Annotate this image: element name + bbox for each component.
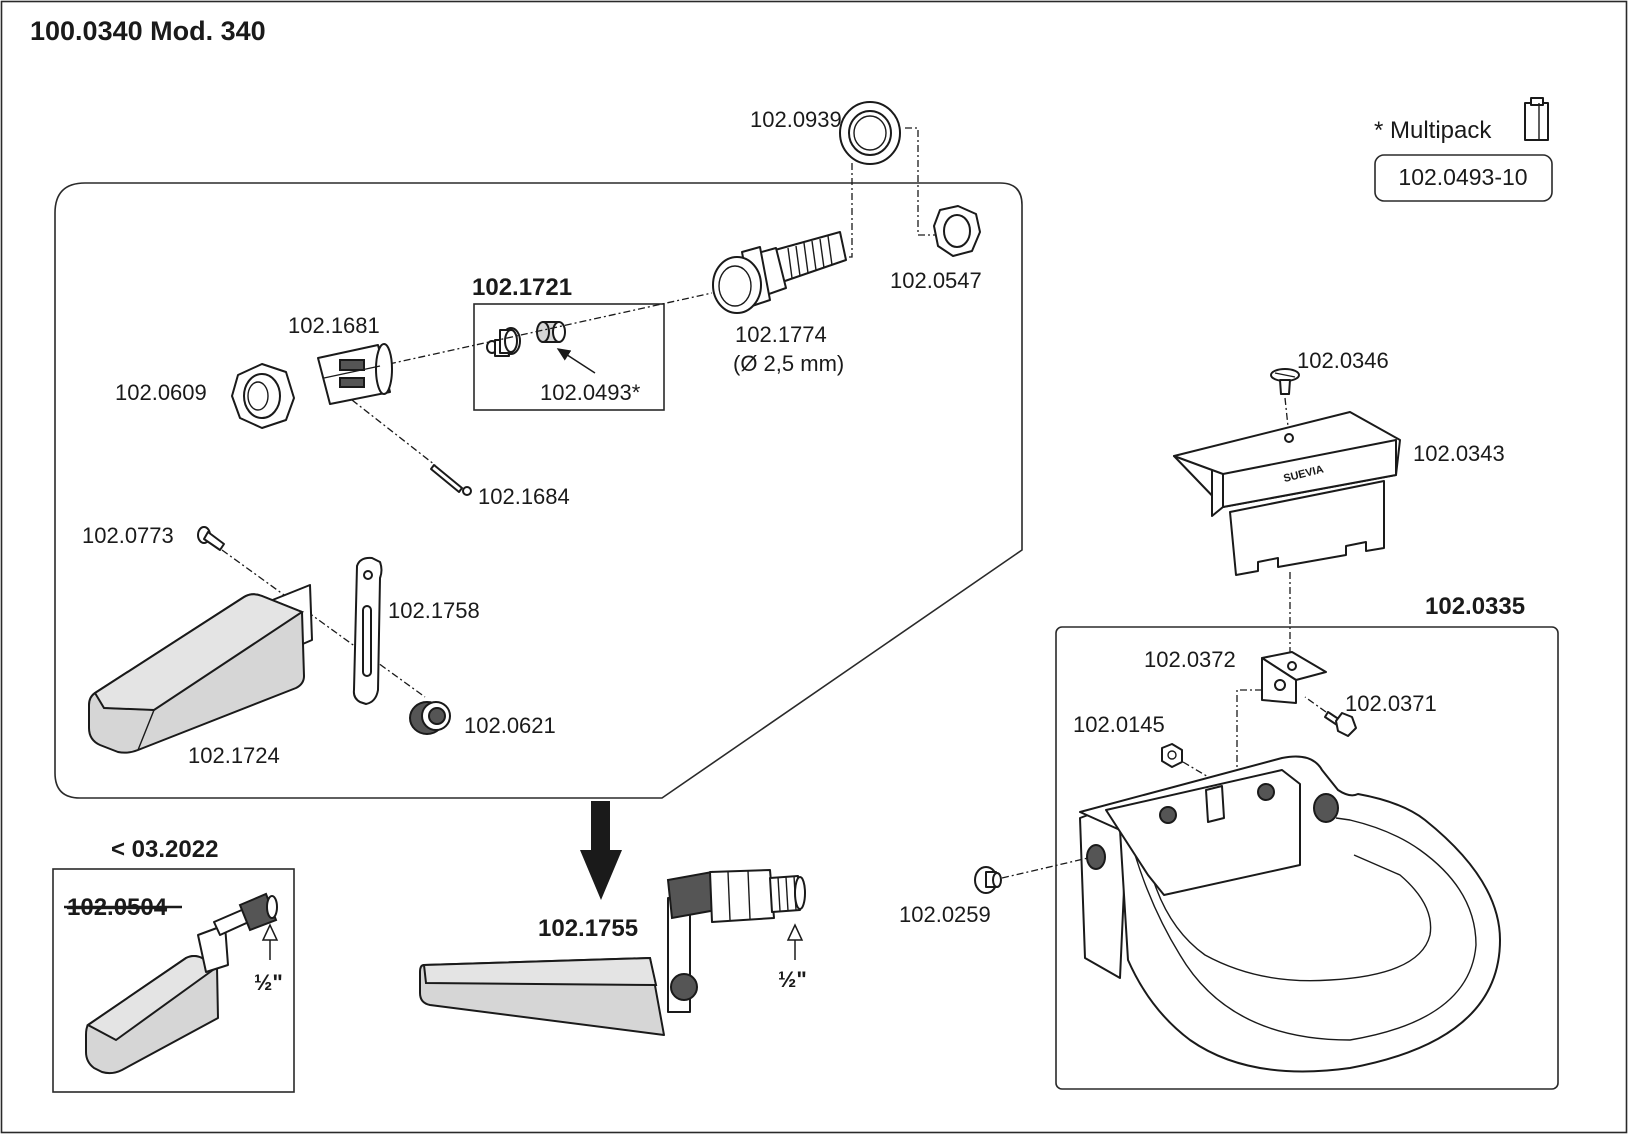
- float: [88, 584, 313, 754]
- old-float-valve: [85, 892, 278, 1075]
- label-valve-cage: 102.1681: [288, 313, 380, 338]
- label-threaded-body: 102.1774: [735, 322, 827, 347]
- hex-nut-left: [231, 363, 295, 429]
- label-valve-subgroup: 102.1721: [472, 274, 572, 301]
- old-thread-label: ½": [254, 970, 283, 995]
- bracket-bolt: [1324, 711, 1357, 737]
- label-bracket: 102.0372: [1144, 647, 1236, 672]
- multipack-legend: * Multipack 102.0493-10: [1374, 97, 1553, 202]
- valve-cage: [317, 343, 393, 405]
- leader-nut: [1182, 761, 1211, 779]
- label-plug: 102.0259: [899, 902, 991, 927]
- leader-gasket-body: [842, 163, 853, 258]
- multipack-code-box: [1374, 154, 1553, 202]
- bush: [409, 701, 451, 735]
- new-thread-label: ½": [778, 967, 807, 992]
- label-bowl-group: 102.0335: [1425, 593, 1525, 620]
- leader-main-axis: [388, 292, 713, 365]
- new-thread-arrow: [786, 923, 804, 960]
- label-float: 102.1724: [188, 743, 280, 768]
- old-version-heading: < 03.2022: [111, 836, 218, 863]
- valve-group-frame: [54, 182, 1023, 799]
- label-pin: 102.1684: [478, 484, 570, 509]
- cover: SUEVIA: [1173, 411, 1401, 576]
- nut: [1161, 743, 1183, 768]
- arrow-valve-seal: [556, 348, 596, 374]
- cover-screw: [1270, 368, 1300, 395]
- lever-arm: [352, 556, 383, 705]
- pin: [430, 464, 472, 496]
- diagram-title: 100.0340 Mod. 340: [30, 16, 266, 46]
- leader-bracket-bolt: [1304, 696, 1327, 713]
- hex-nut-top: [933, 205, 981, 257]
- label-hex-nut-left: 102.0609: [115, 380, 207, 405]
- replacement-arrow: [580, 801, 622, 900]
- label-threaded-body-note: (Ø 2,5 mm): [733, 351, 844, 376]
- drinking-bowl: [1079, 755, 1501, 1073]
- label-cover: 102.0343: [1413, 441, 1505, 466]
- bracket: [1261, 651, 1327, 704]
- new-valve-code: 102.1755: [538, 915, 638, 942]
- leader-plug: [1001, 857, 1089, 879]
- label-hex-nut-top: 102.0547: [890, 268, 982, 293]
- label-gasket-ring: 102.0939: [750, 107, 842, 132]
- label-bush: 102.0621: [464, 713, 556, 738]
- label-screw: 102.0773: [82, 523, 174, 548]
- old-version-box: [52, 868, 295, 1093]
- leader-pin: [351, 399, 436, 466]
- new-float-valve: [419, 869, 806, 1036]
- label-bracket-bolt: 102.0371: [1345, 691, 1437, 716]
- old-thread-arrow: [261, 923, 279, 960]
- label-valve-seal: 102.0493*: [540, 380, 641, 405]
- screw: [197, 526, 225, 551]
- label-lever-arm: 102.1758: [388, 598, 480, 623]
- leader-screw: [221, 549, 426, 698]
- gasket-ring: [839, 101, 901, 165]
- label-cover-screw: 102.0346: [1297, 348, 1389, 373]
- multipack-label: * Multipack: [1374, 117, 1492, 144]
- valve-subgroup-box: [473, 303, 665, 411]
- leader-gasket: [905, 127, 935, 236]
- threaded-body: [712, 231, 847, 314]
- box-icon: [1524, 97, 1549, 141]
- label-nut: 102.0145: [1073, 712, 1165, 737]
- multipack-code: 102.0493-10: [1398, 164, 1527, 190]
- plug: [974, 866, 1002, 894]
- valve-seal: [536, 321, 566, 343]
- bowl-group-box: [1055, 626, 1559, 1090]
